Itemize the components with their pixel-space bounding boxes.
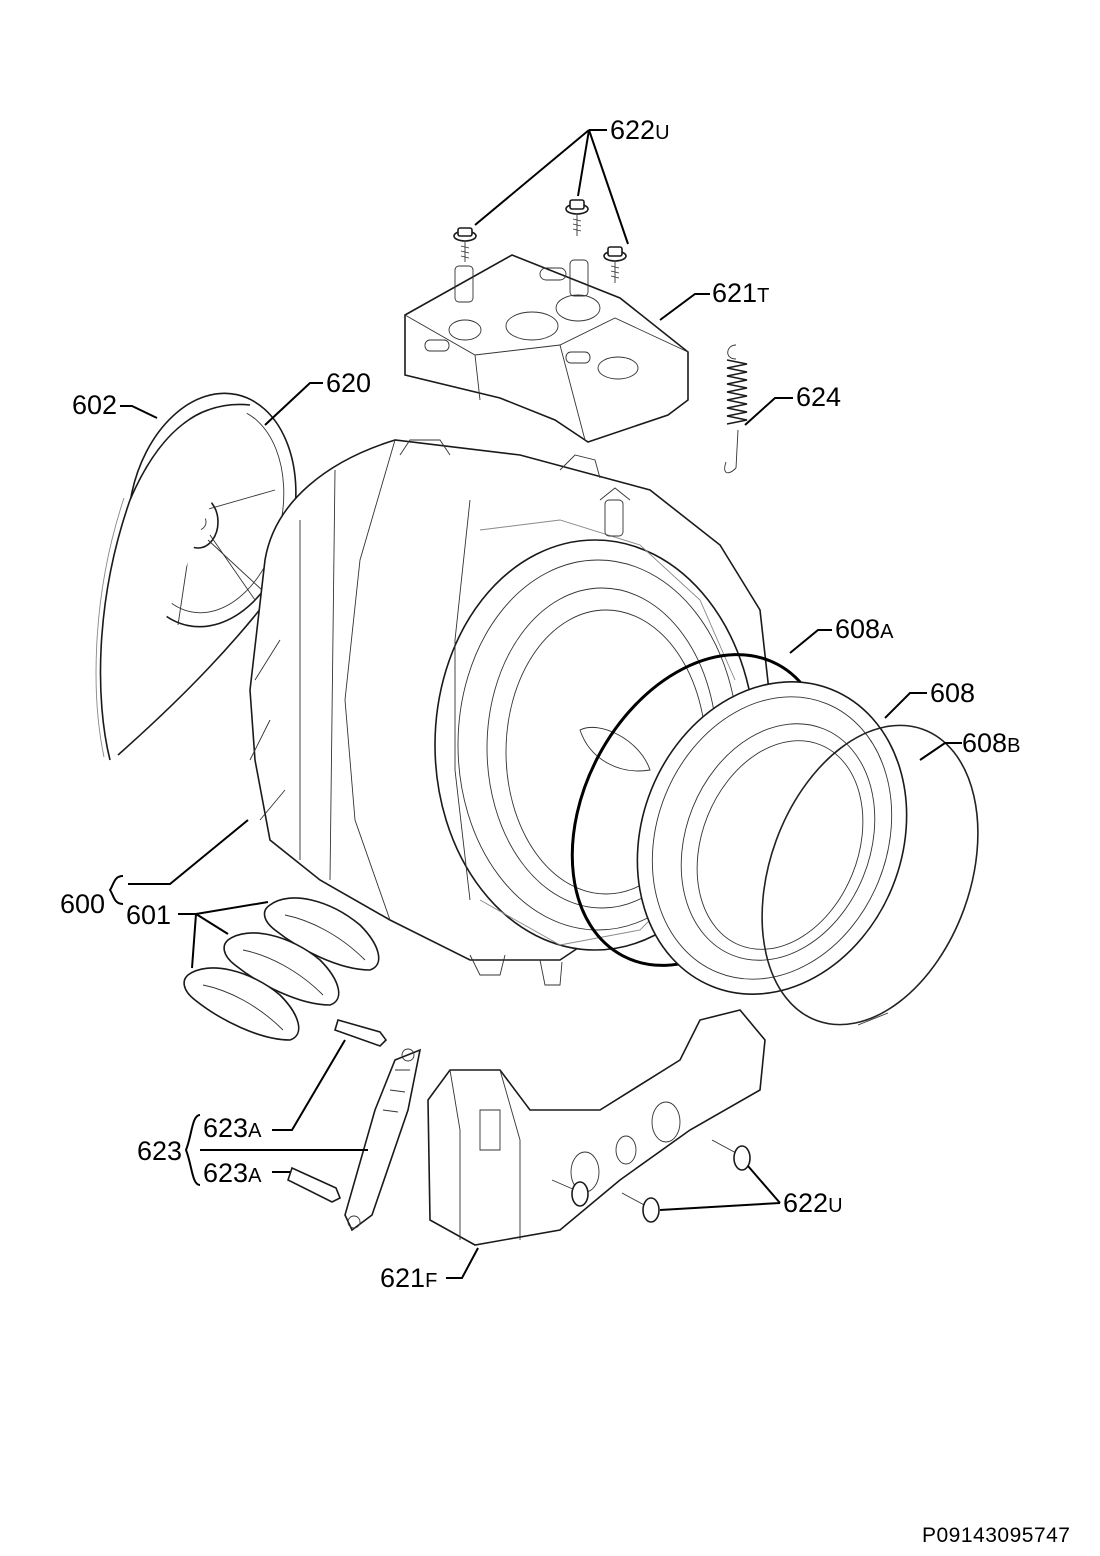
label-623a-upper: 623A: [203, 1113, 262, 1143]
screw-top-left[interactable]: [453, 227, 477, 262]
screw-bottom-1[interactable]: [551, 1179, 589, 1207]
spring[interactable]: [724, 344, 748, 474]
gasket-clamp-608b[interactable]: [723, 695, 1017, 1055]
label-623a-lower: 623A: [203, 1158, 262, 1188]
label-608a: 608A: [835, 614, 894, 644]
shock-absorber[interactable]: [344, 1048, 422, 1232]
label-623: 623: [137, 1136, 182, 1166]
label-621f: 621F: [380, 1263, 437, 1293]
drum-lifter-3[interactable]: [183, 967, 300, 1041]
top-counterweight[interactable]: [404, 254, 689, 443]
drum-lifter-1[interactable]: [263, 897, 380, 971]
screw-top-middle[interactable]: [565, 199, 589, 236]
diagram-reference-number: P09143095747: [922, 1524, 1071, 1547]
screw-top-right[interactable]: [603, 246, 627, 283]
label-608b: 608B: [962, 728, 1020, 758]
door-gasket[interactable]: [592, 641, 953, 1035]
screw-bottom-3[interactable]: [621, 1192, 660, 1223]
drum-lifter-2[interactable]: [223, 932, 340, 1006]
bottom-counterweight[interactable]: [427, 1009, 766, 1246]
label-608: 608: [930, 678, 975, 708]
label-622u-bottom: 622U: [783, 1188, 843, 1218]
leader-lines: [108, 129, 962, 1279]
label-621t: 621T: [712, 278, 769, 308]
label-624: 624: [796, 382, 841, 412]
label-602: 602: [72, 390, 117, 420]
label-600: 600: [60, 889, 105, 919]
label-622u-top: 622U: [610, 115, 670, 145]
label-620: 620: [326, 368, 371, 398]
screw-bottom-2[interactable]: [711, 1139, 751, 1171]
shock-pin-lower[interactable]: [287, 1166, 342, 1203]
label-601: 601: [126, 900, 171, 930]
shock-pin-upper[interactable]: [334, 1019, 388, 1047]
